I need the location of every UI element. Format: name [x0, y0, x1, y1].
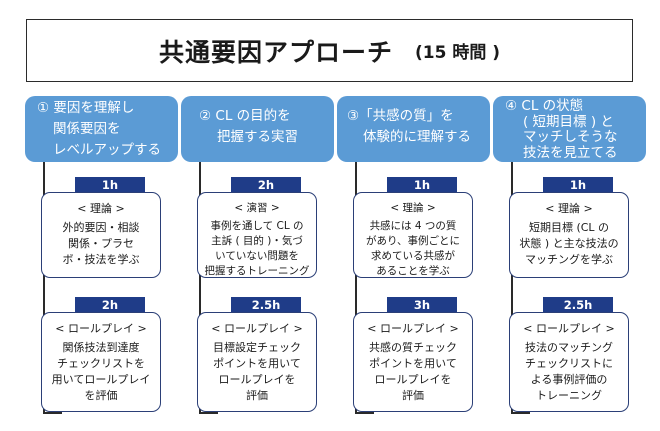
header-line: 体験的に理解する: [363, 129, 471, 145]
hours-badge: 2h: [75, 297, 145, 313]
column-2: ② CL の目的を 把握する実習 2h < 演習 > 事例を通して CL の 主…: [181, 96, 334, 426]
card-title: < 理論 >: [77, 202, 125, 215]
card-line: があり、事例ごとに: [365, 235, 461, 247]
card-line: チェックリストを: [57, 357, 145, 370]
header-line: ① 要因を理解し: [37, 100, 135, 116]
card-line: よる事例評価の: [530, 373, 608, 386]
card-line: マッチングを学ぶ: [525, 253, 613, 266]
hours-badge: 2.5h: [543, 297, 613, 313]
card-line: 評価: [402, 389, 424, 402]
column-4: ④ CL の状態 ( 短期目標 ) と マッチしそうな 技法を見立てる 1h <…: [493, 96, 646, 426]
connector-line: [355, 412, 374, 414]
header-line: ③「共感の質」を: [347, 108, 454, 124]
card-line: 事例を通して CL の: [210, 220, 304, 232]
card-line: あることを学ぶ: [376, 265, 450, 277]
theory-card: < 理論 > 共感には 4 つの質 があり、事例ごとに 求めている共感が あるこ…: [353, 192, 473, 278]
connector-line: [199, 412, 218, 414]
card-line: ポイントを用いて: [213, 357, 301, 370]
theory-card: < 理論 > 短期目標 (CL の 状態 ) と主な技法の マッチングを学ぶ: [509, 192, 629, 278]
column-header: ① 要因を理解し 関係要因を レベルアップする: [25, 96, 178, 162]
column-1: ① 要因を理解し 関係要因を レベルアップする 1h < 理論 > 外的要因・相…: [25, 96, 178, 426]
card-line: ポイントを用いて: [369, 357, 457, 370]
column-header: ③「共感の質」を 体験的に理解する: [337, 96, 490, 162]
card-title: < ロールプレイ >: [55, 322, 147, 335]
page-subtitle: (15 時間 ): [414, 43, 501, 63]
title-box: 共通要因アプローチ (15 時間 ): [26, 19, 633, 82]
card-line: 用いてロールプレイ: [51, 373, 151, 386]
roleplay-card: < ロールプレイ > 目標設定チェック ポイントを用いて ロールプレイを 評価: [197, 312, 317, 412]
card-line: 関係・プラセ: [68, 237, 134, 250]
connector-line: [199, 162, 201, 414]
card-line: 評価: [246, 389, 268, 402]
header-line: 関係要因を: [53, 121, 121, 137]
hours-badge: 1h: [543, 177, 613, 193]
card-line: 共感の質チェック: [369, 341, 457, 354]
card-line: ロールプレイを: [374, 373, 452, 386]
page-title: 共通要因アプローチ: [158, 37, 393, 67]
connector-line: [511, 412, 530, 414]
connector-line: [43, 412, 62, 414]
card-line: 目標設定チェック: [213, 341, 301, 354]
hours-badge: 2h: [231, 177, 301, 193]
exercise-card: < 演習 > 事例を通して CL の 主訴 ( 目的 )・気づ いていない問題を…: [197, 192, 317, 278]
roleplay-card: < ロールプレイ > 共感の質チェック ポイントを用いて ロールプレイを 評価: [353, 312, 473, 412]
hours-badge: 1h: [75, 177, 145, 193]
card-title: < 演習 >: [234, 202, 280, 214]
card-line: 関係技法到達度: [62, 341, 140, 354]
card-line: いていない問題を: [215, 250, 299, 262]
hours-badge: 2.5h: [231, 297, 301, 313]
card-line: 状態 ) と主な技法の: [519, 237, 619, 250]
connector-line: [511, 162, 513, 414]
header-line: マッチしそうな: [523, 129, 618, 145]
header-line: 技法を見立てる: [523, 144, 618, 161]
card-line: ボ・技法を学ぶ: [62, 253, 140, 266]
card-title: < ロールプレイ >: [367, 322, 459, 335]
hours-badge: 3h: [387, 297, 457, 313]
card-line: 主訴 ( 目的 )・気づ: [211, 235, 303, 247]
card-line: 短期目標 (CL の: [528, 221, 610, 234]
card-title: < ロールプレイ >: [523, 322, 615, 335]
connector-line: [355, 162, 357, 414]
header-line: 把握する実習: [217, 129, 298, 145]
card-line: 技法のマッチング: [525, 341, 613, 354]
header-line: ④ CL の状態: [505, 98, 584, 114]
header-line: ② CL の目的を: [199, 108, 291, 124]
roleplay-card: < ロールプレイ > 関係技法到達度 チェックリストを 用いてロールプレイ を評…: [41, 312, 161, 412]
header-line: レベルアップする: [53, 142, 161, 158]
theory-card: < 理論 > 外的要因・相談 関係・プラセ ボ・技法を学ぶ: [41, 192, 161, 278]
card-title: < ロールプレイ >: [211, 322, 303, 335]
card-line: ロールプレイを: [218, 373, 296, 386]
connector-line: [43, 162, 45, 414]
card-line: 共感には 4 つの質: [369, 220, 457, 232]
header-line: ( 短期目標 ) と: [523, 113, 614, 130]
hours-badge: 1h: [387, 177, 457, 193]
card-line: トレーニング: [536, 389, 602, 402]
column-header: ② CL の目的を 把握する実習: [181, 96, 334, 162]
roleplay-card: < ロールプレイ > 技法のマッチング チェックリストに よる事例評価の トレー…: [509, 312, 629, 412]
card-line: チェックリストに: [525, 357, 613, 370]
card-line: 把握するトレーニング: [204, 265, 310, 277]
card-title: < 理論 >: [390, 202, 436, 214]
card-title: < 理論 >: [545, 202, 593, 215]
column-header: ④ CL の状態 ( 短期目標 ) と マッチしそうな 技法を見立てる: [493, 96, 646, 162]
column-3: ③「共感の質」を 体験的に理解する 1h < 理論 > 共感には 4 つの質 が…: [337, 96, 490, 426]
card-line: 求めている共感が: [371, 250, 455, 262]
card-line: を評価: [84, 389, 118, 402]
card-line: 外的要因・相談: [62, 221, 140, 234]
